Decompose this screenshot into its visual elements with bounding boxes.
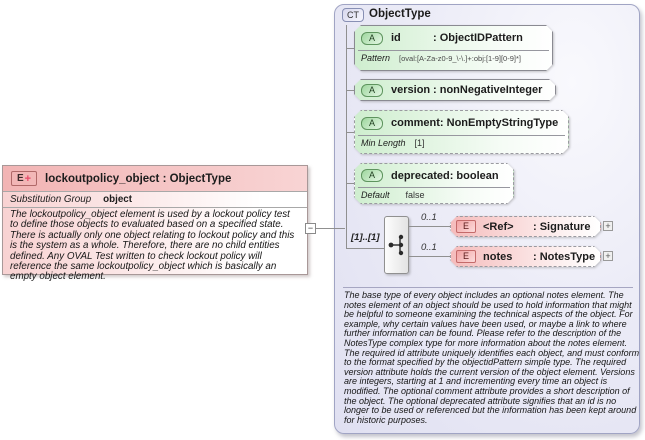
facet-value: false <box>405 190 425 200</box>
cardinality-label: [1]..[1] <box>351 232 380 243</box>
facet-label: Default <box>361 190 390 200</box>
attribute-box-id: A id : ObjectIDPattern Pattern [oval:[A-… <box>354 25 553 71</box>
sequence-icon <box>388 234 404 256</box>
attribute-name: id <box>391 32 401 44</box>
facet-value: [1] <box>414 138 425 148</box>
complextype-title: ObjectType <box>369 8 431 20</box>
description-separator <box>343 287 633 288</box>
element-icon: E <box>456 250 476 263</box>
element-type-connector-line <box>307 228 345 229</box>
expand-notes-button[interactable]: + <box>603 251 613 261</box>
element-box-ref[interactable]: E <Ref> : Signature <box>450 216 601 237</box>
connector-stub-version <box>346 90 354 91</box>
element-box-notes[interactable]: E notes : NotesType <box>450 246 601 267</box>
attribute-type: : NonEmptyStringType <box>439 117 559 129</box>
facet-label: Min Length <box>361 138 406 148</box>
element-icon: E <box>456 220 476 233</box>
element-main-box: E + lockoutpolicy_object : ObjectType Su… <box>2 165 308 282</box>
element-title: lockoutpolicy_object : ObjectType <box>45 172 232 185</box>
attribute-name: deprecated <box>391 169 450 182</box>
connector-to-sequence <box>346 248 384 249</box>
connector-stub-id <box>346 48 354 49</box>
attribute-type: : nonNegativeInteger <box>433 84 543 96</box>
element-badge-plus: + <box>24 172 32 185</box>
attribute-box-comment: A comment : NonEmptyStringType Min Lengt… <box>354 110 569 154</box>
attribute-icon: A <box>361 117 383 130</box>
element-main-header: E + lockoutpolicy_object : ObjectType <box>3 166 307 191</box>
occurs-label-notes: 0..1 <box>421 242 437 253</box>
expand-ref-button[interactable]: + <box>603 221 613 231</box>
element-type: : Signature <box>533 220 591 233</box>
connector-stub-comment <box>346 132 354 133</box>
branch-line-notes <box>409 256 450 257</box>
substitution-group-label: Substitution Group <box>10 194 92 205</box>
facet-value: [oval:[A-Za-z0-9_\-\.]+:obj:[1-9][0-9]*] <box>399 54 521 63</box>
element-description: The lockoutpolicy_object element is used… <box>3 207 307 283</box>
connector-stub-deprecated <box>346 183 354 184</box>
branch-line-ref <box>409 226 450 227</box>
attribute-name: version <box>391 84 431 96</box>
element-name: <Ref> <box>483 220 514 233</box>
element-type: : NotesType <box>533 250 596 263</box>
substitution-group-value: object <box>103 194 133 205</box>
attribute-box-deprecated: A deprecated : boolean Default false <box>354 163 514 204</box>
collapse-button[interactable]: − <box>305 223 316 234</box>
attribute-icon: A <box>361 84 383 97</box>
attribute-type: : ObjectIDPattern <box>433 32 523 44</box>
element-name: notes <box>483 250 513 263</box>
attribute-type: : boolean <box>449 169 499 182</box>
element-plus-icon: E + <box>11 171 37 186</box>
facet-label: Pattern <box>361 53 391 63</box>
attribute-name: comment <box>391 117 440 129</box>
complextype-icon: CT <box>342 8 364 22</box>
sequence-connector <box>384 216 409 274</box>
attribute-box-version: A version : nonNegativeInteger <box>354 79 556 101</box>
substitution-group-row: Substitution Group object <box>3 191 307 207</box>
connector-spine <box>346 25 347 249</box>
element-badge-letter: E <box>16 173 24 184</box>
attribute-icon: A <box>361 169 383 182</box>
complextype-panel: CT ObjectType A id : ObjectIDPattern Pat… <box>334 4 640 434</box>
occurs-label-ref: 0..1 <box>421 212 437 223</box>
attribute-icon: A <box>361 32 383 45</box>
complextype-description: The base type of every object includes a… <box>344 290 640 425</box>
